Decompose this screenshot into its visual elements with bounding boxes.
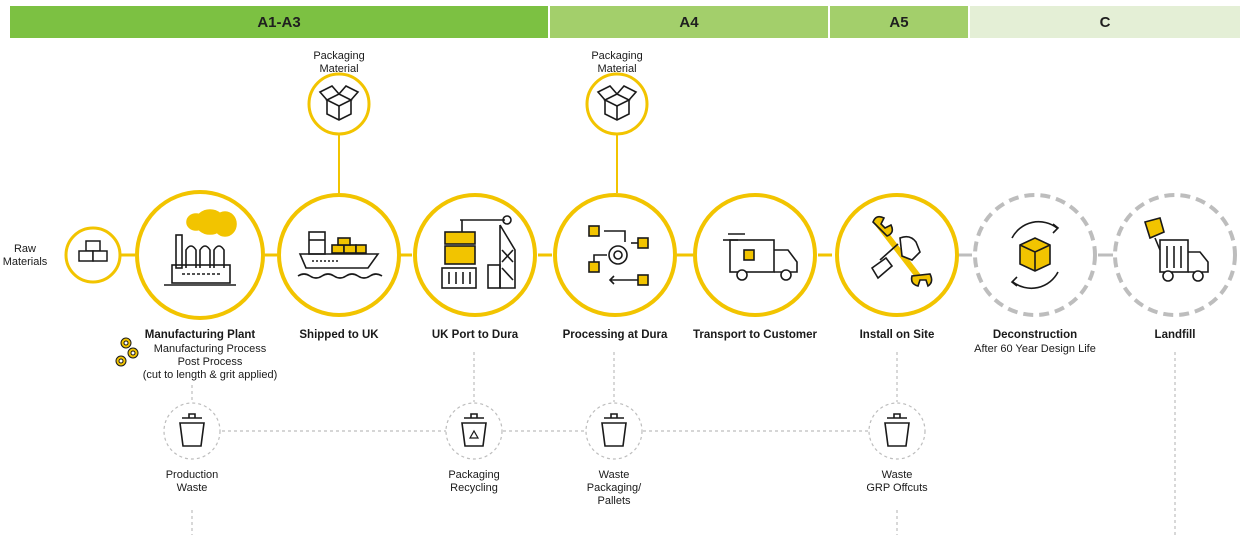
waste-label: Waste Packaging/ Pallets <box>586 469 642 507</box>
phase-a4: A4 <box>550 6 828 38</box>
process-flow-icon <box>588 225 649 286</box>
stage-shipped-to-uk <box>277 193 401 317</box>
open-box-icon <box>596 85 638 121</box>
sub-line: Post Process <box>177 356 243 368</box>
stage-transport-to-customer <box>693 193 817 317</box>
waste-label: Packaging Recycling <box>448 469 500 494</box>
waste-production-node <box>163 402 221 460</box>
stage-manufacturing-plant <box>135 190 265 320</box>
phase-a1-a3: A1-A3 <box>10 6 548 38</box>
ship-icon <box>297 231 383 279</box>
sub-line: Manufacturing Process <box>153 343 267 355</box>
truck-icon <box>723 233 798 281</box>
raw-materials-label: Raw Materials <box>2 243 48 268</box>
stage-install-on-site <box>835 193 959 317</box>
port-crane-icon <box>441 215 516 289</box>
waste-label: Waste GRP Offcuts <box>866 469 928 494</box>
stage-uk-port-to-dura <box>413 193 537 317</box>
raw-materials-node <box>64 226 122 284</box>
gears-icon <box>115 337 139 367</box>
phase-a5: A5 <box>830 6 968 38</box>
stage-landfill <box>1113 193 1237 317</box>
packaging-label: Packaging Material <box>313 50 365 75</box>
bin-icon <box>884 413 910 447</box>
waste-connectors <box>191 352 1176 535</box>
waste-grp-node <box>868 402 926 460</box>
stage-sub-deconstruction: After 60 Year Design Life <box>974 343 1096 355</box>
landfill-truck-icon <box>1143 217 1209 282</box>
packaging-node <box>585 72 649 136</box>
phase-label: C <box>1099 13 1111 31</box>
ingots-icon <box>78 240 108 262</box>
phase-label: A5 <box>889 13 909 31</box>
stage-processing-at-dura <box>553 193 677 317</box>
packaging-label: Packaging Material <box>591 50 643 75</box>
sub-line: (cut to length & grit applied) <box>142 369 278 381</box>
stage-title-deconstruction: Deconstruction <box>992 329 1078 341</box>
waste-recycling-node <box>445 402 503 460</box>
phase-label: A4 <box>679 13 699 31</box>
open-box-icon <box>318 85 360 121</box>
waste-packaging-node <box>585 402 643 460</box>
stage-title-manufacturing: Manufacturing Plant <box>144 329 256 341</box>
packaging-node <box>307 72 371 136</box>
phase-c: C <box>970 6 1240 38</box>
waste-label: Production Waste <box>165 469 219 494</box>
recycle-bin-icon <box>461 413 487 447</box>
stage-deconstruction <box>973 193 1097 317</box>
stage-title-processing: Processing at Dura <box>562 329 668 341</box>
wrench-hand-icon <box>870 215 933 288</box>
stage-title-install: Install on Site <box>859 329 935 341</box>
stage-title-landfill: Landfill <box>1154 329 1196 341</box>
stage-title-port: UK Port to Dura <box>431 329 519 341</box>
stage-sub-manufacturing: Manufacturing Process Post Process (cut … <box>130 343 290 382</box>
stage-title-transport: Transport to Customer <box>693 329 817 341</box>
factory-icon <box>164 209 237 286</box>
stage-title-shipped: Shipped to UK <box>299 329 379 341</box>
phase-label: A1-A3 <box>257 13 301 31</box>
bin-icon <box>601 413 627 447</box>
bin-icon <box>179 413 205 447</box>
box-cycle-icon <box>1010 221 1060 289</box>
